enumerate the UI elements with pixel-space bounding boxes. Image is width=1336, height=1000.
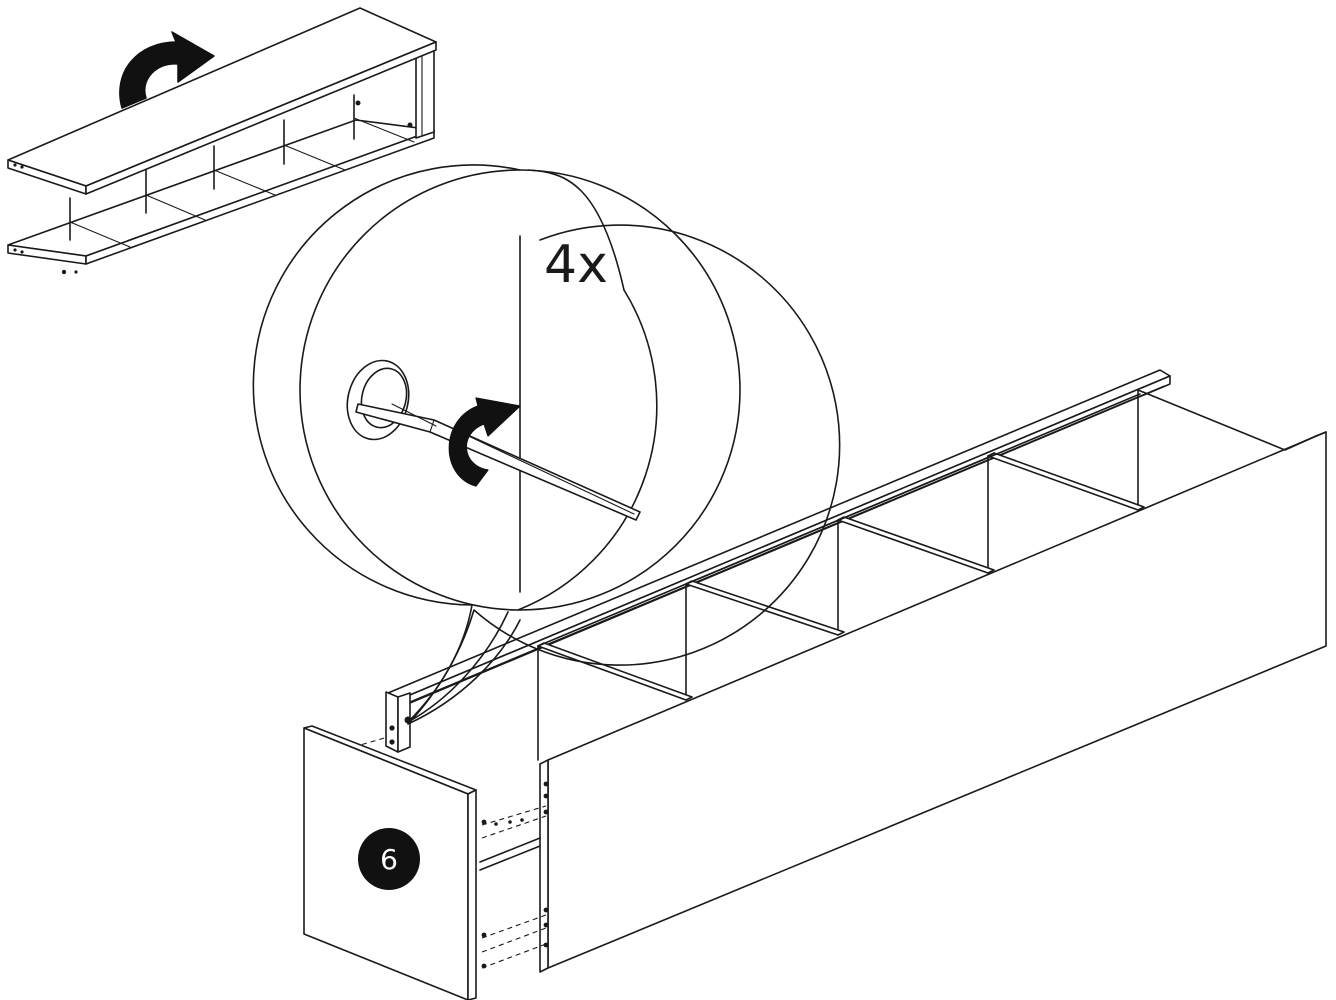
divider-2	[685, 580, 845, 636]
rotate-arrow-icon	[119, 31, 215, 109]
step-number: 6	[380, 843, 398, 876]
overview-end-panel	[415, 43, 435, 139]
divider-3	[837, 516, 995, 574]
divider-4	[987, 452, 1145, 511]
detail-callout: 4x	[252, 164, 841, 725]
main-cabinet	[303, 369, 1327, 1000]
quantity-label: 4x	[544, 235, 608, 295]
divider-1	[537, 642, 693, 701]
overview-shelf	[7, 7, 437, 275]
step-badge: 6	[358, 828, 420, 890]
front-panel	[547, 431, 1327, 969]
turn-arrow-icon	[448, 397, 521, 487]
